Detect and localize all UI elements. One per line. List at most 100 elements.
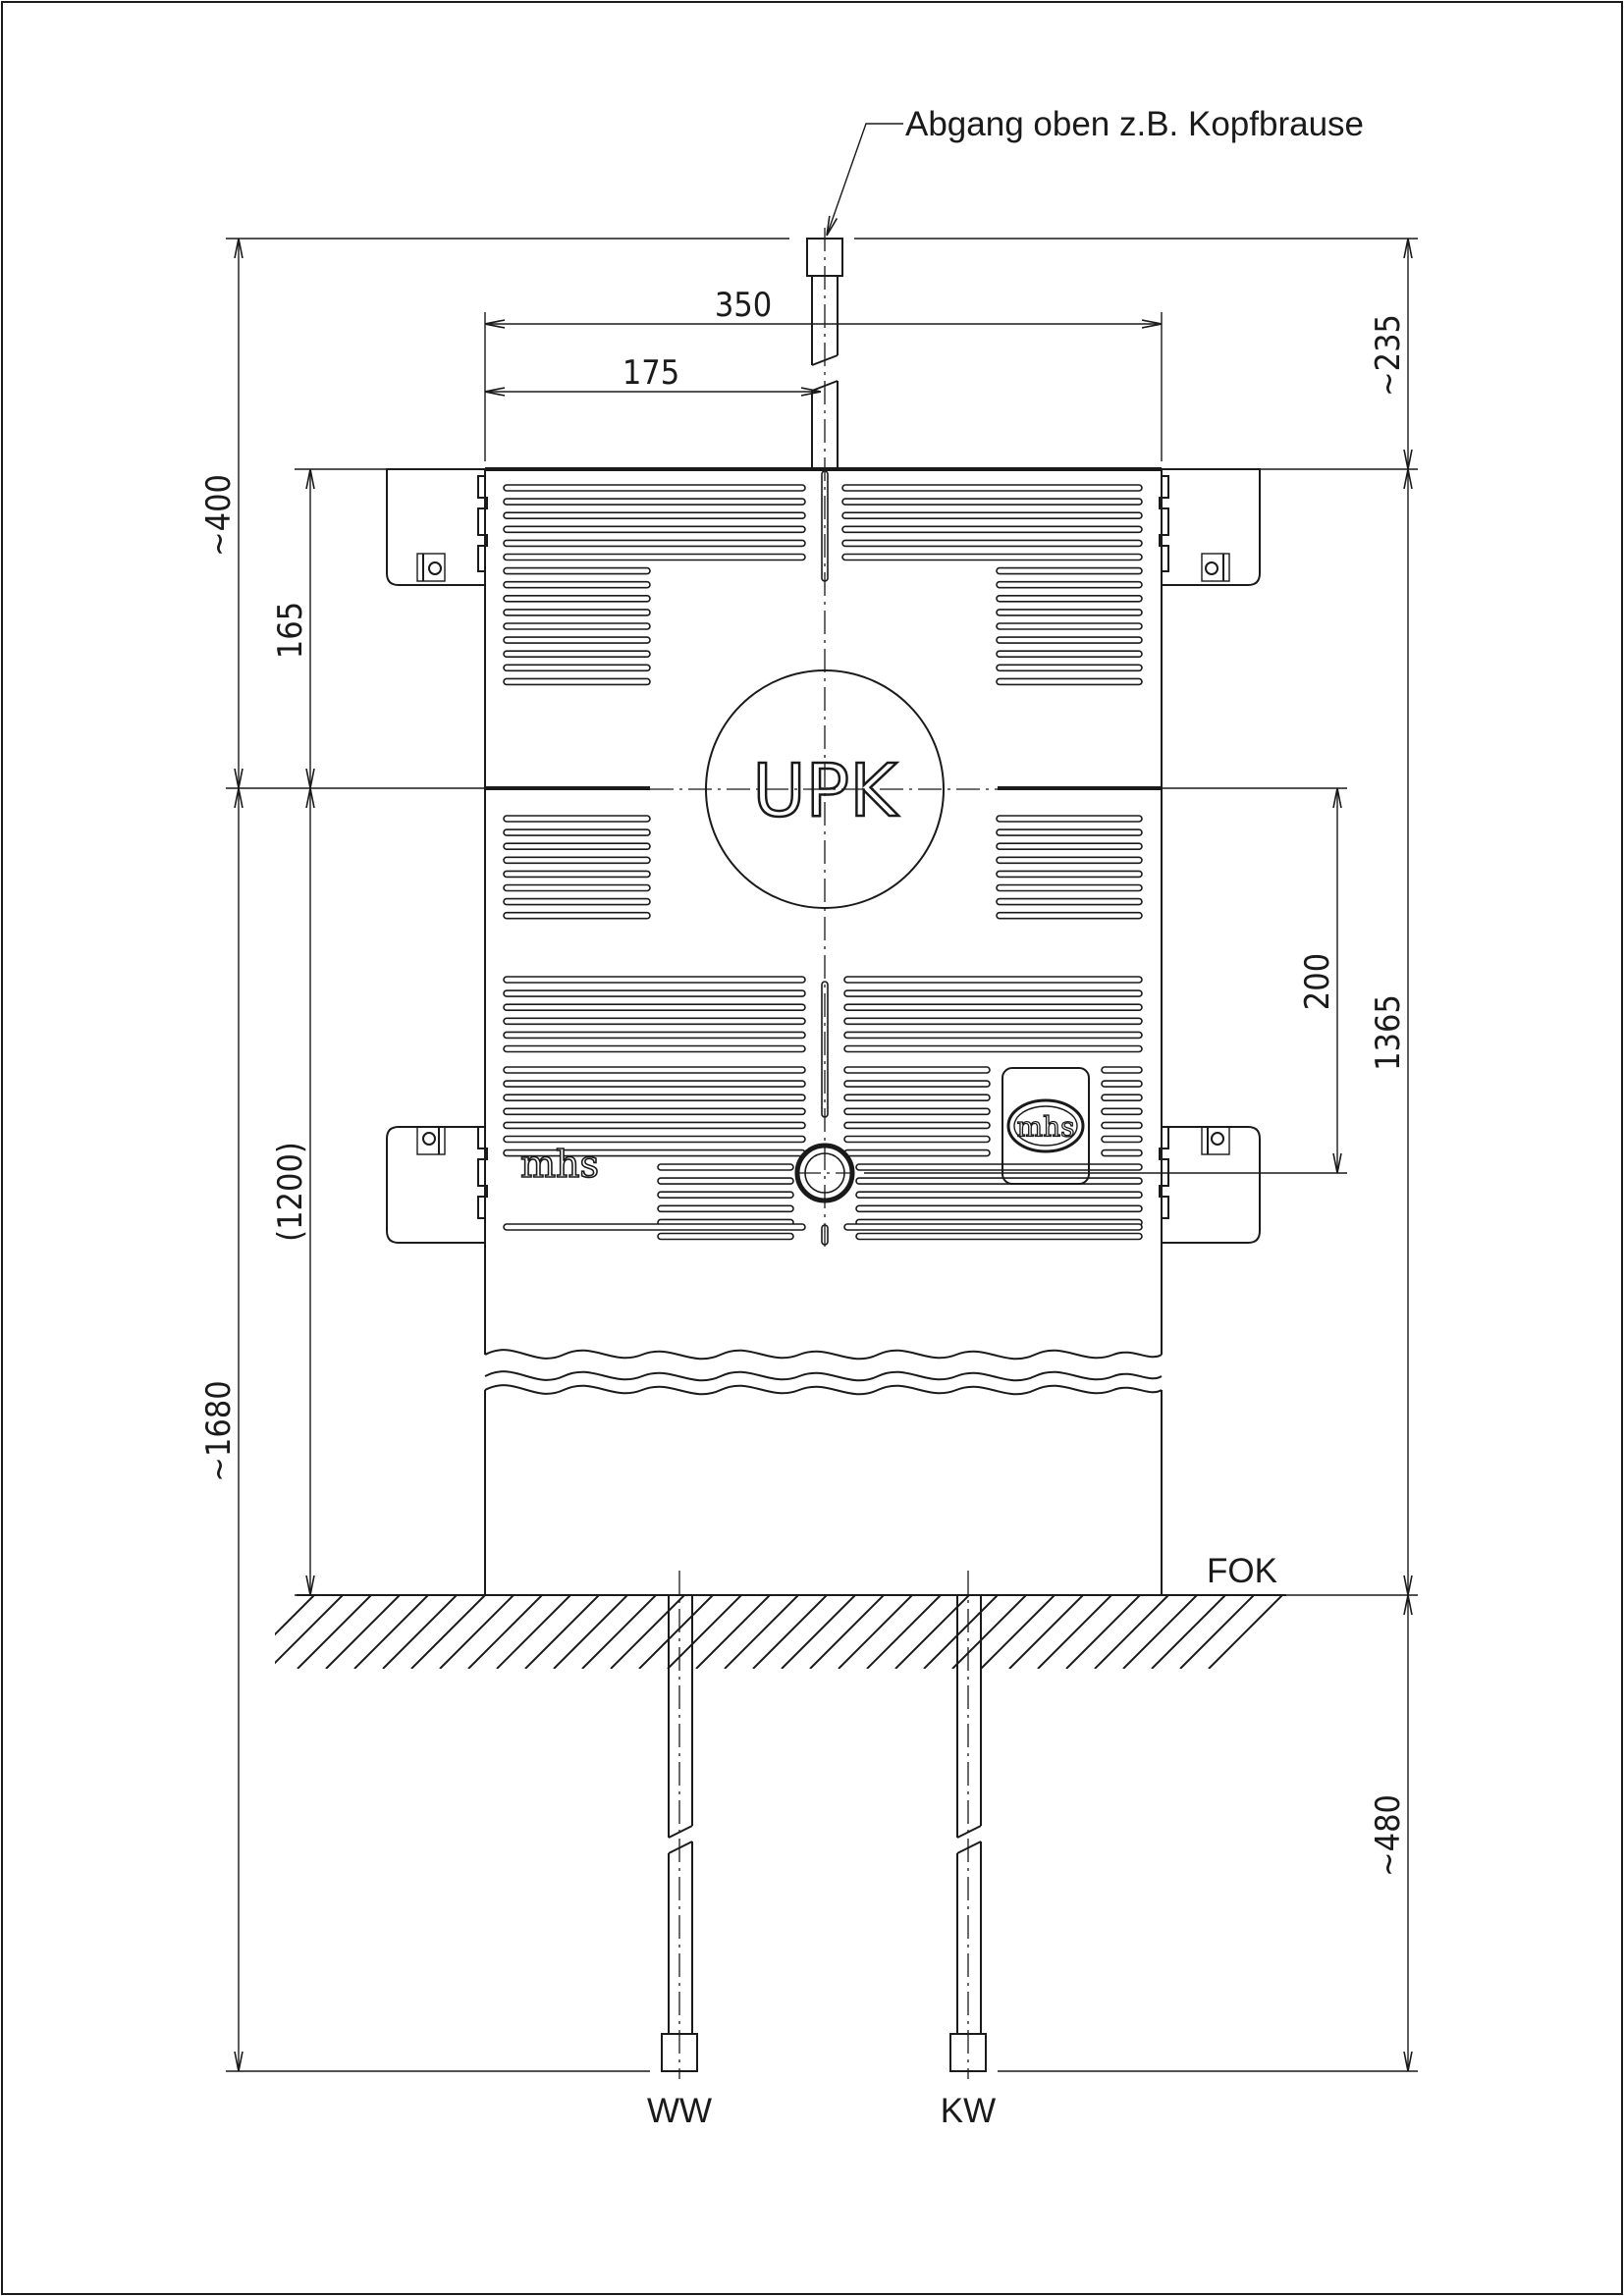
cold-water-pipe — [949, 1595, 987, 2072]
vent-slot — [657, 1163, 794, 1171]
vent-slot — [503, 1107, 806, 1116]
vent-slot — [843, 1121, 991, 1130]
vent-slot — [843, 1003, 1143, 1012]
box-body — [484, 467, 1163, 1595]
vent-slot — [503, 636, 651, 644]
dim-width-total: 350 — [715, 286, 772, 325]
hatch-line — [1208, 1595, 1283, 1669]
vent-slot — [503, 1066, 806, 1074]
extension-lines — [226, 238, 1418, 2072]
bracket-top-left — [386, 468, 488, 586]
vent-slot — [843, 1031, 1143, 1040]
brand-badge-label: mhs — [1017, 1111, 1075, 1144]
hatch-line — [410, 1595, 486, 1669]
vent-slot — [843, 1066, 991, 1074]
bracket-bottom-left — [386, 1126, 488, 1244]
vent-slot — [503, 539, 806, 548]
vent-slot — [503, 525, 806, 534]
vent-slot — [503, 815, 651, 823]
vent-slot — [503, 1223, 806, 1231]
vent-slot — [503, 976, 806, 984]
vent-slot — [843, 1094, 991, 1101]
vent-slot — [996, 828, 1143, 836]
vent-slot — [996, 870, 1143, 879]
hatch-line — [382, 1595, 458, 1669]
vent-slot — [503, 622, 651, 630]
vent-slot — [503, 1044, 806, 1053]
vent-slot — [503, 677, 651, 686]
vent-slot — [503, 511, 806, 520]
vent-slot — [843, 1044, 1143, 1053]
label-outlet-top: Abgang oben z.B. Kopfbrause — [905, 105, 1364, 143]
hatch-line — [638, 1595, 714, 1669]
vent-slot — [503, 498, 806, 506]
hatch-line — [353, 1595, 429, 1669]
vent-slot — [996, 580, 1143, 589]
vent-slot — [503, 870, 651, 879]
hatch-line — [1151, 1595, 1226, 1669]
hatch-line — [1236, 1595, 1286, 1669]
hatch-line — [1179, 1595, 1255, 1669]
vent-slot — [996, 650, 1143, 659]
vent-slot — [503, 650, 651, 659]
hatch-line — [1094, 1595, 1169, 1669]
vent-slot — [843, 1148, 991, 1157]
vent-slot — [843, 1080, 991, 1088]
hatch-line — [923, 1595, 999, 1669]
hatch-line — [951, 1595, 1027, 1669]
hatch-line — [1037, 1595, 1112, 1669]
hatch-line — [325, 1595, 401, 1669]
vent-slot — [996, 856, 1143, 865]
hatch-line — [695, 1595, 771, 1669]
bracket-bottom-right — [1159, 1126, 1261, 1244]
hatch-line — [809, 1595, 885, 1669]
vent-slot — [1101, 1080, 1143, 1088]
vent-slot — [503, 1031, 806, 1040]
vent-slot — [657, 1191, 794, 1199]
vent-slot — [855, 1204, 1143, 1213]
hatch-line — [752, 1595, 828, 1669]
hatch-line — [496, 1595, 571, 1669]
vent-slot — [855, 1191, 1143, 1199]
hatch-line — [581, 1595, 657, 1669]
vent-slot — [996, 664, 1143, 672]
vent-slot — [503, 842, 651, 851]
hatch-line — [275, 1595, 315, 1669]
vent-slot — [996, 883, 1143, 892]
vent-slot — [843, 989, 1143, 997]
hatch-line — [553, 1595, 628, 1669]
vent-slot — [843, 1107, 991, 1116]
vent-slot — [996, 911, 1143, 920]
vent-slot — [1101, 1121, 1143, 1130]
vent-slot — [841, 511, 1143, 520]
floor-hatching — [275, 1595, 1286, 1669]
vent-slots — [503, 484, 1143, 1241]
dim-top-outlet-height: ~235 — [1369, 314, 1408, 397]
hatch-line — [667, 1595, 742, 1669]
vent-slot — [503, 1094, 806, 1101]
hatch-line — [1065, 1595, 1141, 1669]
vent-slot — [996, 815, 1143, 823]
vent-slot — [996, 636, 1143, 644]
vent-slot — [1101, 1107, 1143, 1116]
vent-slot — [841, 525, 1143, 534]
vent-slot — [855, 1232, 1143, 1241]
vent-slot — [657, 1204, 794, 1213]
hatch-line — [297, 1595, 372, 1669]
dim-below-floor: ~480 — [1369, 1794, 1408, 1877]
upk-label: UPK — [752, 749, 899, 833]
vent-slot — [503, 664, 651, 672]
vent-slot — [503, 1080, 806, 1088]
label-warm-water: WW — [647, 2092, 712, 2130]
dimension-lines — [239, 123, 1408, 2071]
hatch-line — [866, 1595, 942, 1669]
vent-slot — [503, 1003, 806, 1012]
vent-slot — [503, 1121, 806, 1130]
hatch-line — [467, 1595, 543, 1669]
vent-slot — [503, 594, 651, 603]
vent-slot — [841, 553, 1143, 561]
bracket-top-right — [1159, 468, 1261, 586]
hatch-line — [524, 1595, 600, 1669]
